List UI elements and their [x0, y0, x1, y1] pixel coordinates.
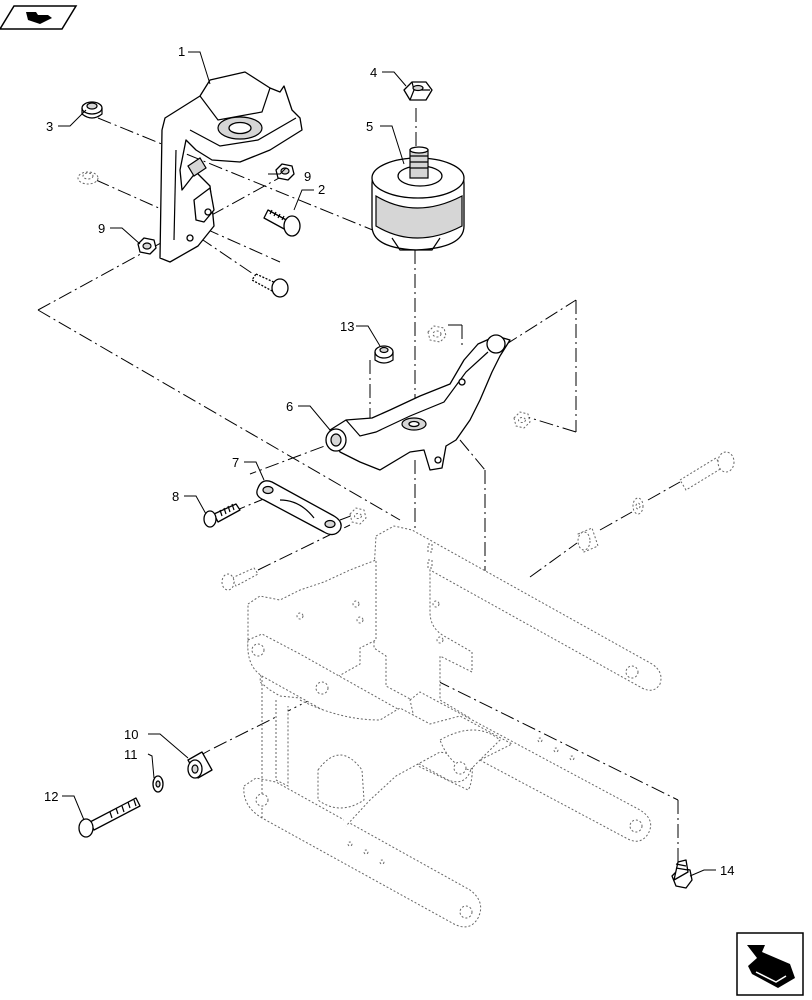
nut-9-upper [275, 163, 295, 181]
leader-lines [58, 51, 716, 877]
callout-11: 11 [124, 747, 138, 762]
frame-assembly [243, 525, 662, 928]
callout-3: 3 [46, 119, 53, 134]
bolt-8 [203, 503, 241, 528]
callout-9-upper: 9 [304, 169, 311, 184]
nut-9-lower [137, 237, 157, 255]
bolt-2 [263, 209, 301, 237]
washer-13 [374, 345, 394, 364]
washer-11 [152, 775, 164, 793]
callout-4: 4 [370, 65, 377, 80]
bolt-ghost [251, 273, 289, 298]
washer-right [632, 497, 644, 515]
upper-mounting-bracket [159, 71, 303, 263]
callout-1: 1 [178, 44, 185, 59]
nut-ghost-upper [427, 325, 447, 343]
callout-5: 5 [366, 119, 373, 134]
washer-ghost [77, 171, 99, 185]
callout-9-lower: 9 [98, 221, 105, 236]
callout-6: 6 [286, 399, 293, 414]
page-nav-icon[interactable] [0, 5, 78, 30]
callout-14: 14 [720, 863, 734, 878]
bolt-right [679, 451, 735, 491]
washer-3 [81, 101, 103, 119]
callout-labels: 1 2 3 4 5 6 7 8 9 9 10 11 12 13 14 [44, 44, 734, 878]
callout-7: 7 [232, 455, 239, 470]
callout-12: 12 [44, 789, 58, 804]
bolt-ghost-lower [221, 567, 259, 591]
callout-2: 2 [318, 182, 325, 197]
nut-link [349, 507, 367, 525]
isolator-mount-5 [371, 146, 465, 251]
callout-10: 10 [124, 727, 138, 742]
callout-8: 8 [172, 489, 179, 504]
nut-ghost-right [513, 411, 531, 429]
lower-mounting-bracket-6 [325, 334, 511, 471]
spacer-10 [187, 751, 213, 779]
spacer-right [577, 527, 599, 553]
link-plate-7 [256, 480, 342, 536]
hex-nut-4 [403, 81, 433, 101]
callout-13: 13 [340, 319, 354, 334]
next-page-arrow-icon[interactable] [736, 932, 804, 996]
bolt-14 [671, 859, 693, 889]
bolt-12 [78, 797, 141, 838]
